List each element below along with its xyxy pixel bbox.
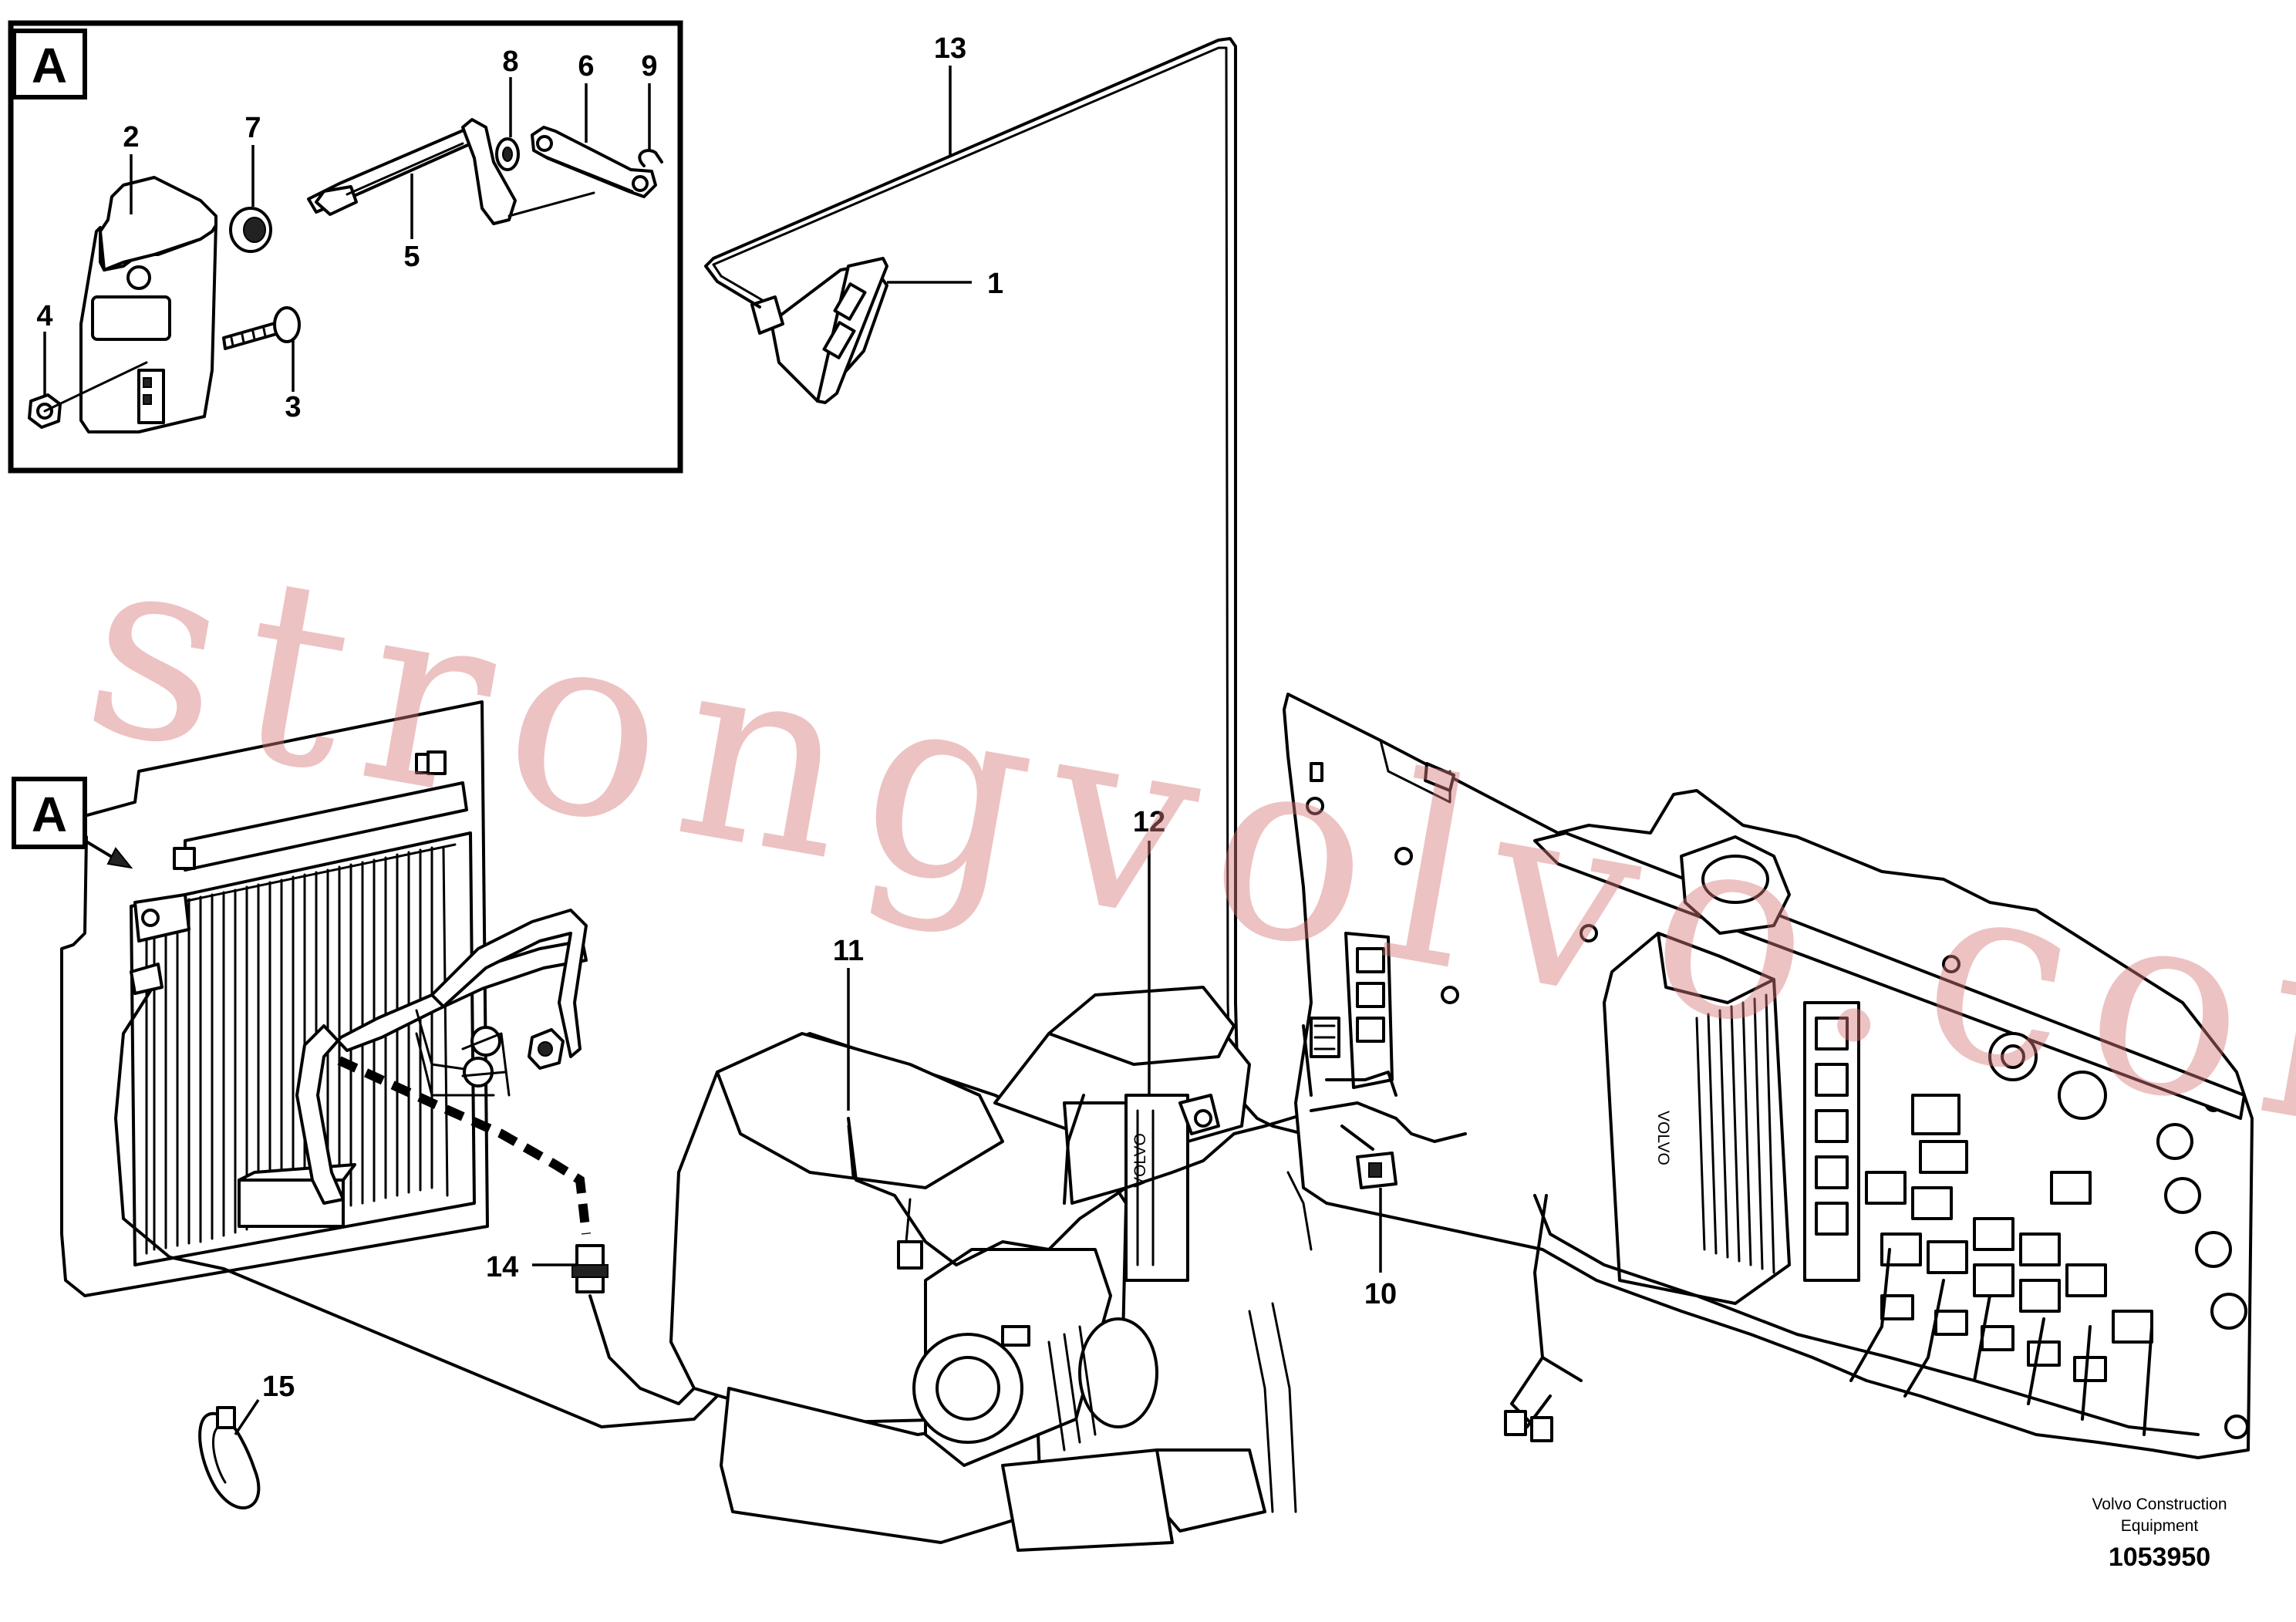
clip [638, 149, 663, 167]
nut [28, 361, 148, 429]
callout-1: 1 [987, 268, 1003, 300]
cable-13 [704, 37, 1305, 1135]
dashed-hose [337, 1056, 591, 1235]
connector [897, 1240, 923, 1270]
hvac-unit: VOLVO [669, 986, 1266, 1552]
relay-block [1803, 1001, 2249, 1439]
callout-10: 10 [1364, 1278, 1397, 1310]
cable-13-inner [712, 46, 1232, 1097]
pressure-switch [571, 1244, 609, 1293]
callout-4: 4 [36, 300, 52, 332]
detail-a-marker: A [12, 777, 133, 869]
callout-8: 8 [502, 46, 518, 78]
volvo-label-ecu: VOLVO [1654, 1111, 1672, 1165]
connector [1530, 1416, 1553, 1442]
callout-14: 14 [486, 1251, 518, 1283]
link-rod [307, 118, 595, 225]
detail-callouts: 2 7 4 3 5 8 6 9 [36, 46, 657, 423]
brand-line-2: Equipment [2121, 1517, 2199, 1535]
callout-13: 13 [934, 32, 966, 65]
connector [1001, 1325, 1030, 1347]
detail-a-box: A [8, 20, 683, 474]
callout-2: 2 [123, 121, 139, 153]
lever [531, 126, 657, 198]
screw [222, 306, 301, 350]
callout-12: 12 [1133, 806, 1165, 838]
frame-lines [1248, 1302, 1297, 1513]
actuator-motor [79, 176, 217, 433]
callout-6: 6 [578, 50, 594, 83]
callout-3: 3 [285, 391, 301, 423]
cable-tie [198, 1406, 261, 1510]
detail-a-label-box [12, 29, 87, 99]
callout-9: 9 [641, 50, 657, 83]
volvo-label-unit: VOLVO [1131, 1133, 1149, 1188]
grommet [229, 207, 272, 253]
detail-a-marker-letter: A [32, 787, 67, 842]
control-switch [750, 257, 888, 404]
connector [1504, 1410, 1527, 1436]
detail-a-letter: A [32, 38, 67, 93]
electrical-panel: VOLVO [1283, 693, 2254, 1459]
callout-5: 5 [403, 241, 420, 273]
document-number: 1053950 [2109, 1543, 2210, 1572]
ecu-module: VOLVO [1603, 932, 1791, 1305]
callout-7: 7 [244, 112, 261, 144]
callout-11: 11 [833, 935, 864, 967]
refrigerant-pipes [295, 909, 588, 1205]
callout-15: 15 [262, 1371, 295, 1403]
washer [495, 137, 520, 171]
brand-line-1: Volvo Construction [2092, 1496, 2227, 1513]
